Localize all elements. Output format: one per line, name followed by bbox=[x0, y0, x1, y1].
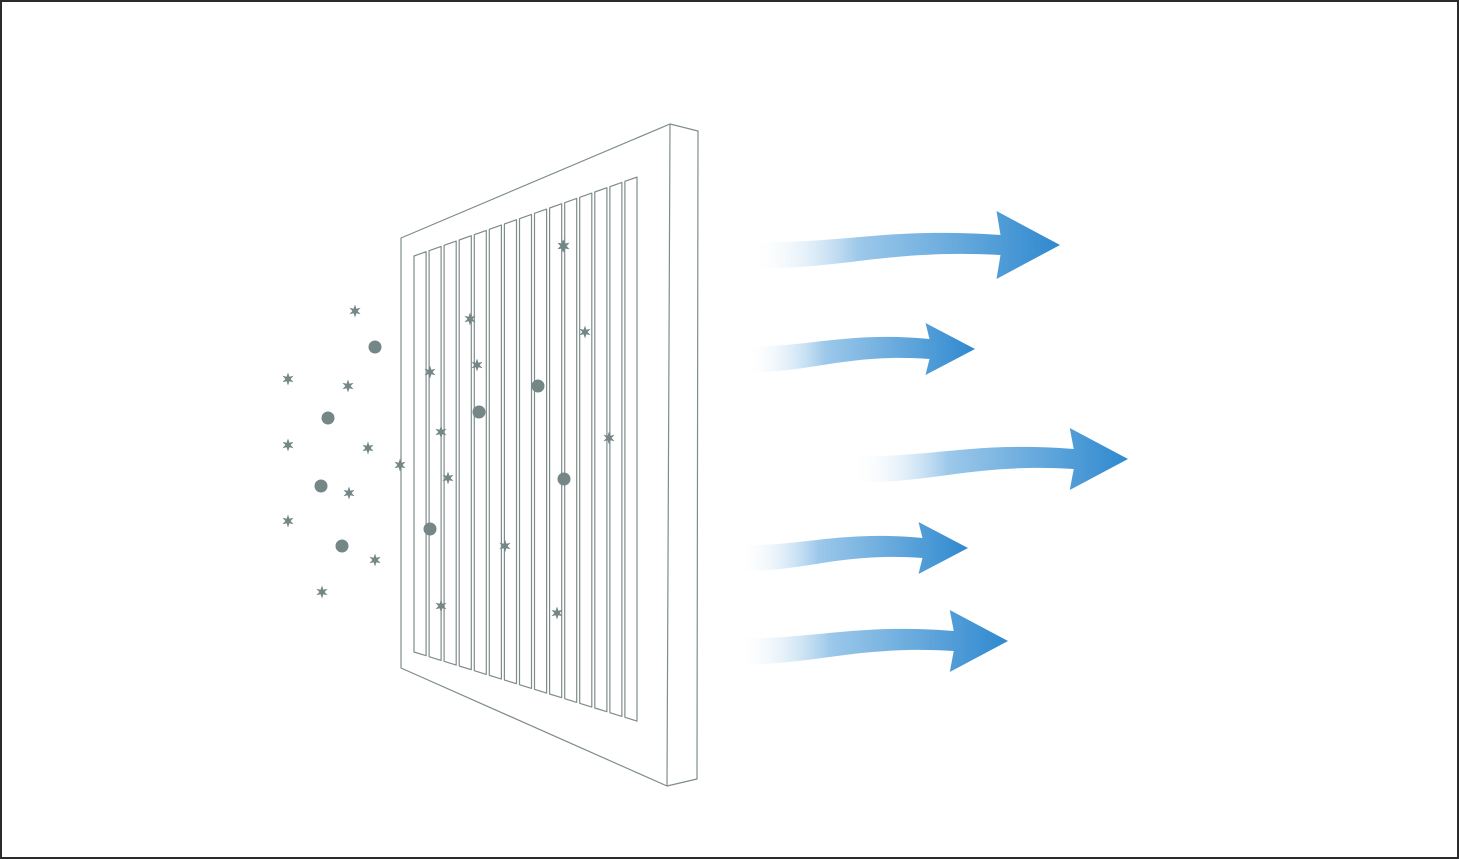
spore-particle-icon bbox=[579, 325, 591, 339]
filter-side-face bbox=[666, 123, 699, 787]
airflow-arrow-icon bbox=[738, 522, 968, 574]
spore-particle-icon bbox=[551, 606, 563, 620]
spore-particle-icon bbox=[316, 585, 328, 599]
spore-particle-icon bbox=[362, 441, 374, 455]
spore-particle-icon bbox=[282, 372, 294, 386]
spore-particle-icon bbox=[435, 425, 447, 439]
trapped-particles bbox=[423, 239, 615, 620]
filter-slot bbox=[564, 197, 578, 703]
spore-particle-icon bbox=[342, 379, 354, 393]
dust-particle-icon bbox=[423, 522, 437, 536]
dust-particle-icon bbox=[557, 472, 571, 486]
spore-particle-icon bbox=[343, 486, 355, 500]
dust-particle-icon bbox=[335, 539, 349, 553]
dust-particle-icon bbox=[321, 411, 335, 425]
spore-particle-icon bbox=[282, 438, 294, 452]
airflow-arrow-icon bbox=[745, 323, 975, 375]
filter-slot bbox=[413, 251, 427, 657]
filter-slot bbox=[503, 219, 518, 685]
filter-slot bbox=[579, 192, 593, 708]
dust-particle-icon bbox=[472, 405, 486, 419]
filter-slot bbox=[549, 203, 563, 699]
airflow-arrow-icon bbox=[735, 610, 1008, 672]
filter-slot bbox=[594, 187, 608, 713]
filter-slot bbox=[428, 245, 442, 661]
airflow-arrow-icon bbox=[750, 211, 1060, 279]
filter-slot bbox=[609, 181, 623, 717]
filter-slot bbox=[624, 176, 638, 722]
spore-particle-icon bbox=[435, 599, 447, 613]
filter-slot bbox=[458, 235, 472, 671]
spore-particle-icon bbox=[282, 514, 294, 528]
filter-slot bbox=[473, 229, 487, 675]
incoming-particles bbox=[282, 304, 436, 599]
spore-particle-icon bbox=[558, 239, 570, 253]
spore-particle-icon bbox=[471, 358, 483, 372]
filter-slot bbox=[443, 240, 457, 666]
air-filter-panel bbox=[400, 123, 699, 787]
dust-particle-icon bbox=[368, 340, 382, 354]
filter-slot bbox=[488, 224, 502, 680]
dust-particle-icon bbox=[314, 479, 328, 493]
clean-air-arrows bbox=[735, 211, 1128, 672]
filter-slot bbox=[518, 213, 533, 689]
spore-particle-icon bbox=[369, 553, 381, 567]
filter-slot bbox=[533, 208, 548, 694]
spore-particle-icon bbox=[349, 304, 361, 318]
airflow-arrow-icon bbox=[852, 428, 1128, 490]
spore-particle-icon bbox=[603, 431, 615, 445]
dust-particle-icon bbox=[531, 379, 545, 393]
spore-particle-icon bbox=[394, 458, 406, 472]
